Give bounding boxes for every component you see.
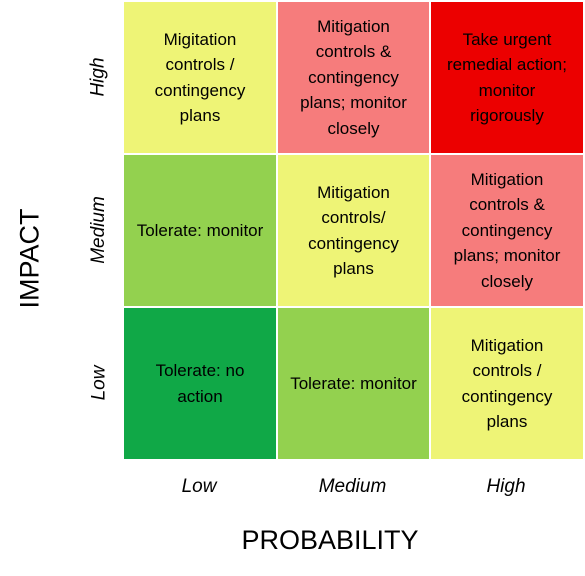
cell-high-impact-high-probability: Take urgent remedial action; monitor rig… <box>430 1 584 154</box>
row-label-low: Low <box>76 306 122 459</box>
cell-low-impact-high-probability: Mitigation controls / contingency plans <box>430 307 584 460</box>
cell-low-impact-low-probability: Tolerate: no action <box>123 307 277 460</box>
cell-low-impact-medium-probability: Tolerate: monitor <box>277 307 430 460</box>
row-label-high: High <box>76 0 122 153</box>
cell-medium-impact-low-probability: Tolerate: monitor <box>123 154 277 307</box>
row-label-low-text: Low <box>87 365 109 400</box>
cell-high-impact-medium-probability: Mitigation controls & contingency plans;… <box>277 1 430 154</box>
col-label-medium: Medium <box>318 476 387 497</box>
cell-high-impact-low-probability: Migitation controls / contingency plans <box>123 1 277 154</box>
row-label-high-text: High <box>87 56 109 97</box>
row-label-medium: Medium <box>76 153 122 306</box>
row-label-medium-text: Medium <box>88 195 110 264</box>
impact-axis-title: IMPACT <box>5 203 55 313</box>
col-label-low: Low <box>181 476 217 497</box>
impact-axis-title-text: IMPACT <box>14 208 45 308</box>
probability-axis-title: PROBABILITY <box>241 524 419 555</box>
cell-medium-impact-high-probability: Mitigation controls & contingency plans;… <box>430 154 584 307</box>
risk-matrix-grid: Migitation controls / contingency plans … <box>122 0 585 461</box>
cell-medium-impact-medium-probability: Mitigation controls/ contingency plans <box>277 154 430 307</box>
col-label-high: High <box>486 476 526 497</box>
